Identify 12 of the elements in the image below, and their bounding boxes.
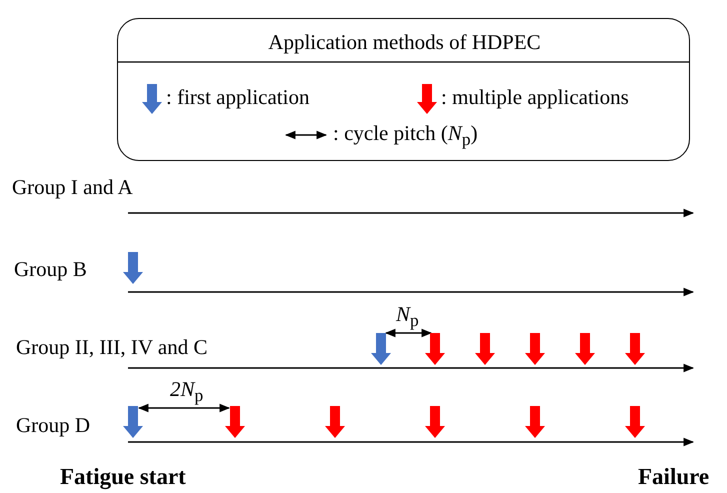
pitch-label: 2N$_{p}$ <box>170 378 204 406</box>
legend-text: : first application <box>166 86 310 110</box>
axis-end-label: Failure <box>638 464 710 490</box>
row-label: Group B <box>14 258 87 282</box>
legend-heading: Application methods of HDPEC <box>267 31 542 54</box>
axis-start-label: Fatigue start <box>60 464 186 490</box>
row-label: Group I and A <box>12 176 133 200</box>
row-label: Group D <box>16 414 90 438</box>
pitch-label: N$_{p}$ <box>396 303 419 330</box>
legend-text: : cycle pitch (N$_{p}$) <box>333 122 478 150</box>
legend-text: : multiple applications <box>441 86 629 110</box>
row-label: Group II, III, IV and C <box>16 336 208 360</box>
